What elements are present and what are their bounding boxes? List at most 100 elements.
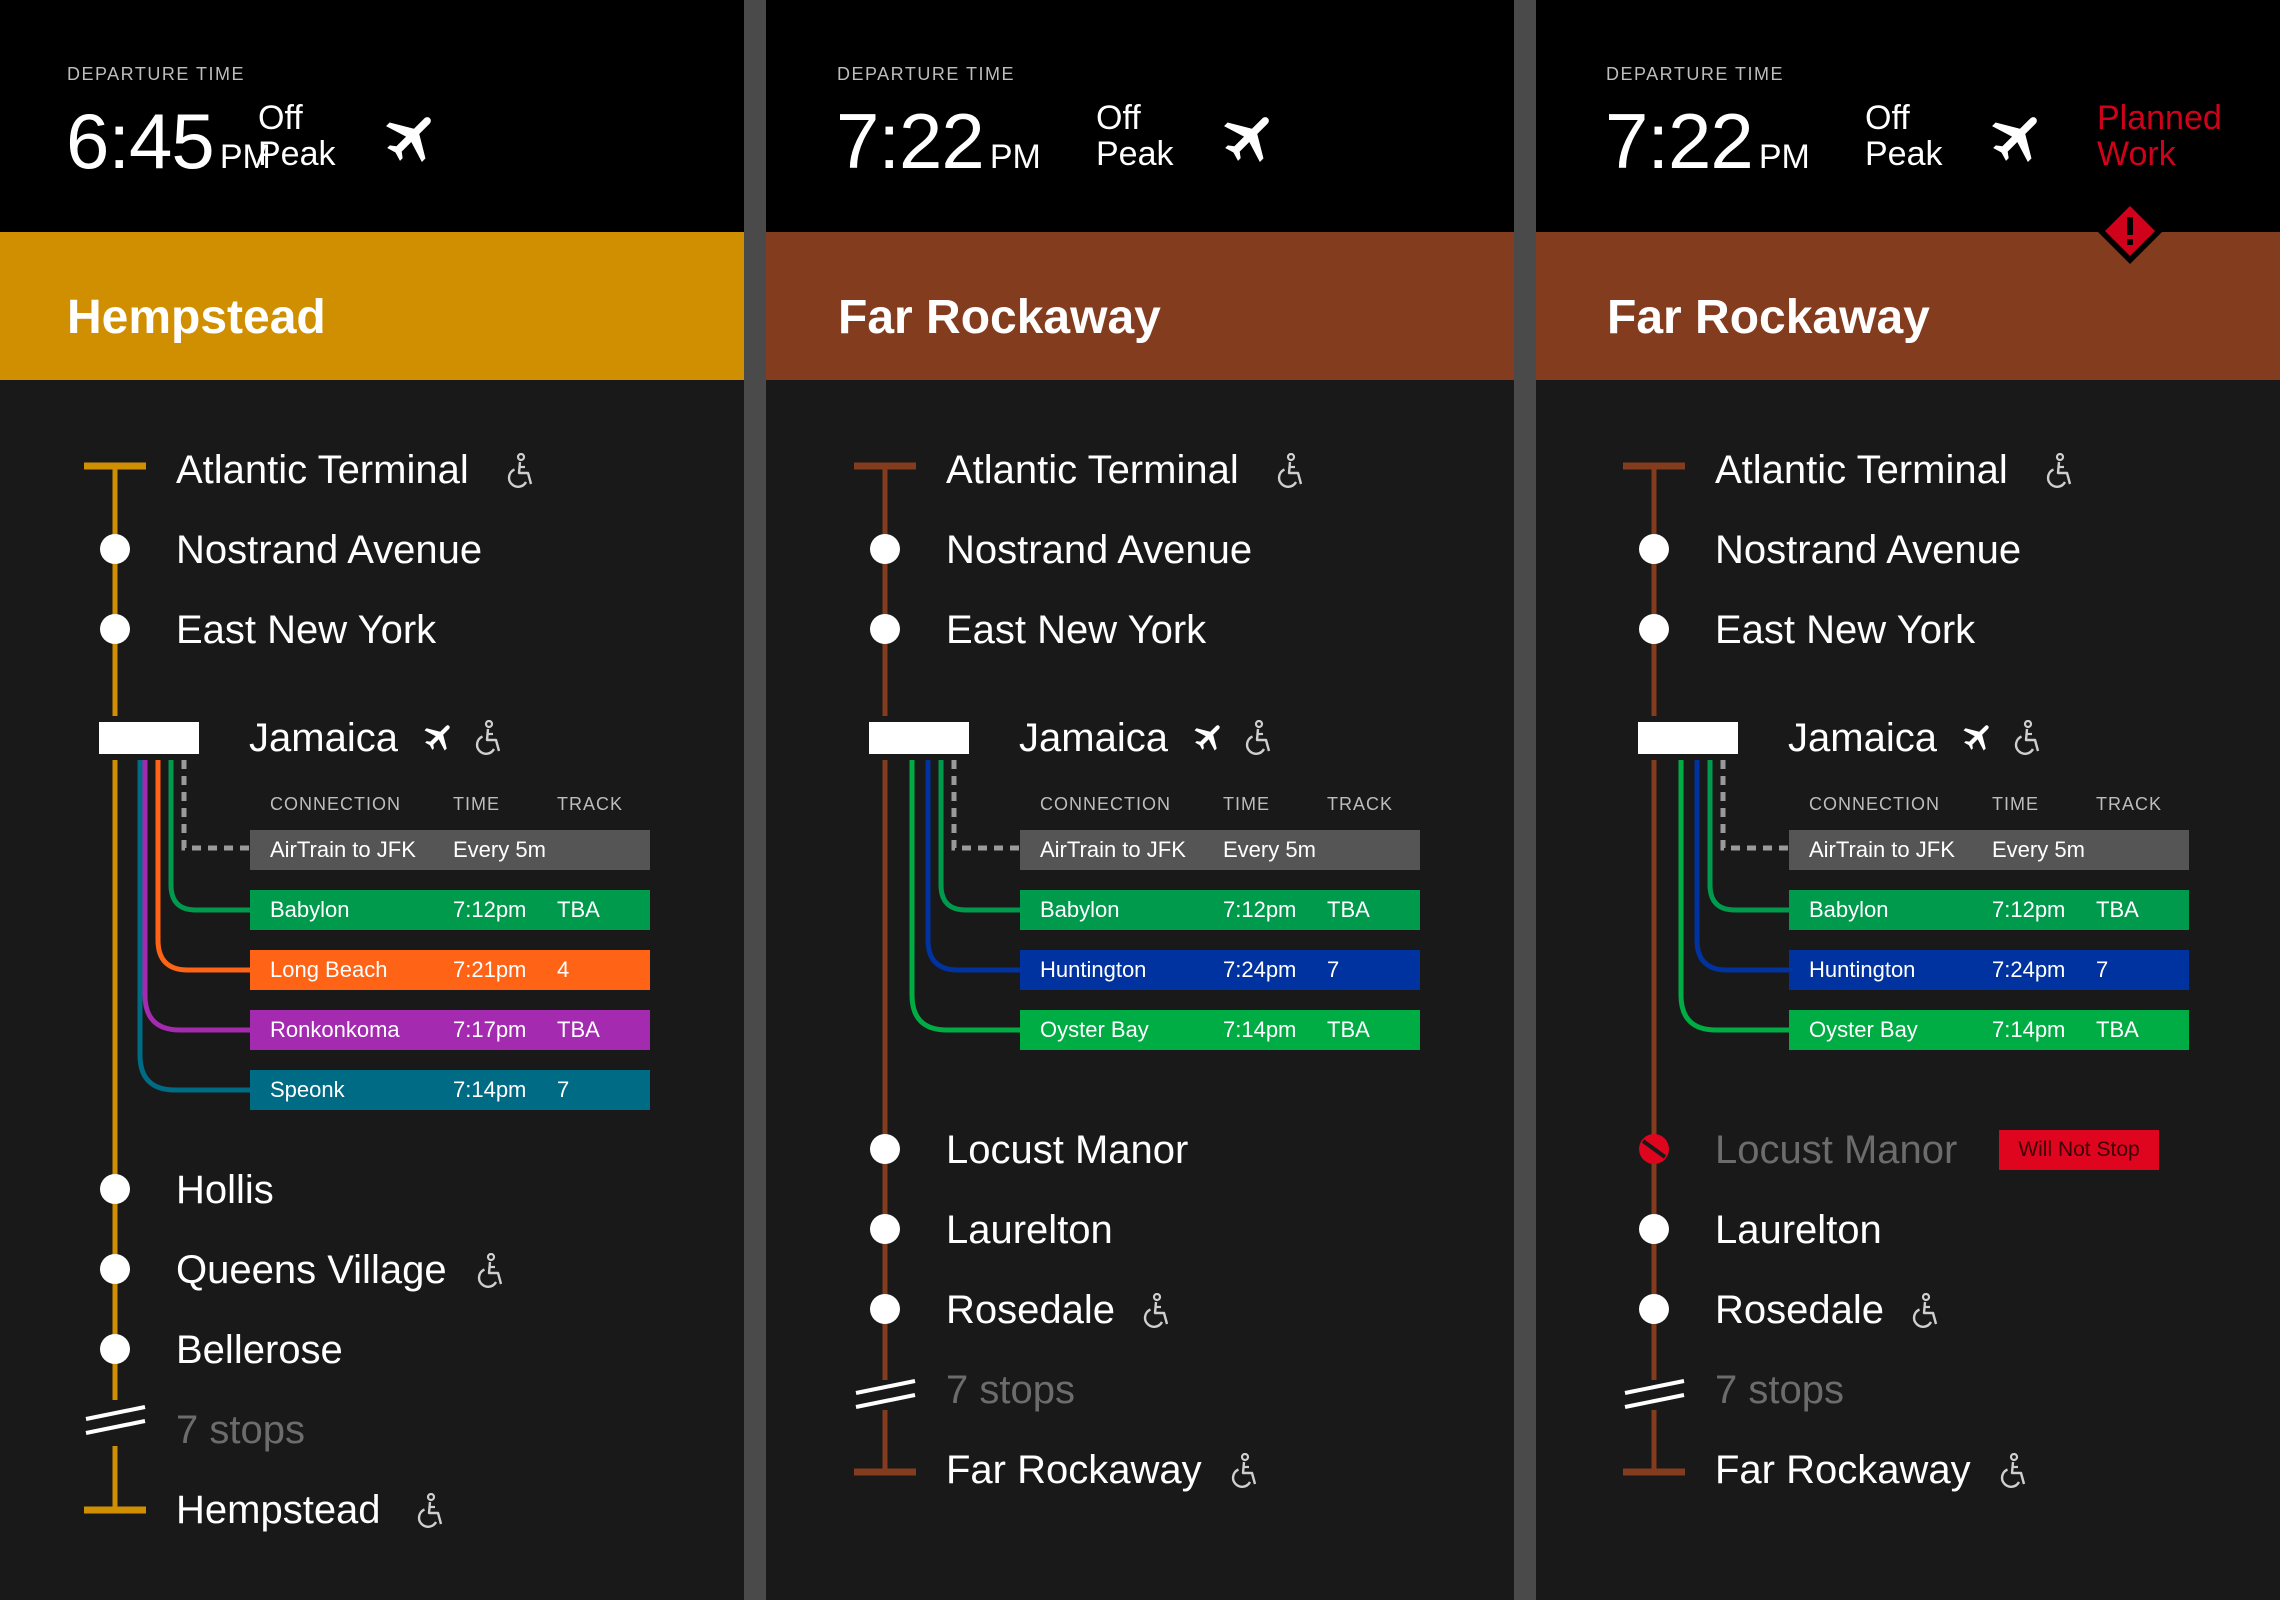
station-queens-village: Queens Village [176, 1248, 447, 1292]
panel-header [766, 0, 1514, 232]
wheelchair-icon [507, 453, 533, 488]
skipped-stops-label: 7 stops [1715, 1368, 1844, 1412]
departure-time-label: DEPARTURE TIME [67, 64, 246, 84]
wheelchair-icon [1245, 720, 1271, 755]
destination-title: Hempstead [67, 291, 326, 344]
connection-column-header: CONNECTION [1809, 794, 1940, 814]
stop-marker [100, 534, 130, 564]
huntington-branch [1694, 760, 1789, 973]
station-rosedale: Rosedale [1715, 1288, 1885, 1332]
stop-marker [100, 1334, 130, 1364]
huntington-branch [925, 760, 1020, 973]
destination-band [1536, 232, 2280, 380]
wheelchair-icon [1277, 453, 1303, 488]
station-atlantic-terminal: Atlantic Terminal [176, 448, 469, 492]
wheelchair-icon [1231, 1453, 1257, 1488]
station-nostrand-avenue: Nostrand Avenue [946, 528, 1253, 572]
wheelchair-icon [2000, 1453, 2026, 1488]
babylon-branch [1707, 760, 1789, 913]
hub-station-marker [1638, 722, 1738, 754]
hub-station-marker [869, 722, 969, 754]
station-nostrand-avenue: Nostrand Avenue [1715, 528, 2022, 572]
airplane-icon [1959, 719, 1995, 755]
will-not-stop-badge: Will Not Stop [1999, 1130, 2159, 1170]
station-atlantic-terminal: Atlantic Terminal [1715, 448, 2008, 492]
oyster-bay-branch [909, 760, 1020, 1033]
station-hollis: Hollis [176, 1168, 274, 1212]
connection-column-header: CONNECTION [1040, 794, 1171, 814]
track-column-header: TRACK [1327, 794, 1394, 814]
route-line-diagram [84, 462, 250, 1514]
wheelchair-icon [2014, 720, 2040, 755]
destination-band [766, 232, 1514, 380]
station-east-new-york: East New York [1715, 608, 1976, 652]
long-beach-branch [155, 760, 250, 973]
station-jamaica: Jamaica [1019, 716, 1168, 760]
ronkonkoma-branch [142, 760, 250, 1033]
wheelchair-icon [1143, 1293, 1169, 1328]
airplane-icon [1190, 719, 1226, 755]
departure-time-label: DEPARTURE TIME [837, 64, 1016, 84]
destination-title: Far Rockaway [838, 291, 1161, 344]
skipped-stops-label: 7 stops [946, 1368, 1075, 1412]
station-rosedale: Rosedale [946, 1288, 1116, 1332]
airtrain-branch [951, 760, 1020, 851]
peak-status: Off Peak [1865, 99, 1943, 173]
stop-marker [870, 1134, 900, 1164]
stop-marker [870, 1294, 900, 1324]
babylon-branch [168, 760, 250, 913]
track-column-header: TRACK [2096, 794, 2163, 814]
time-column-header: TIME [1992, 794, 2039, 814]
station-laurelton: Laurelton [1715, 1208, 1882, 1252]
station-laurelton: Laurelton [946, 1208, 1113, 1252]
wheelchair-icon [417, 1493, 443, 1528]
station-east-new-york: East New York [176, 608, 437, 652]
planned-work-alert[interactable]: Planned Work [2097, 99, 2222, 173]
peak-status: Off Peak [258, 99, 336, 173]
stop-marker [870, 534, 900, 564]
time-column-header: TIME [1223, 794, 1270, 814]
station-hempstead: Hempstead [176, 1488, 381, 1532]
peak-status: Off Peak [1096, 99, 1174, 173]
station-nostrand-avenue: Nostrand Avenue [176, 528, 483, 572]
route-line-diagram [854, 462, 1020, 1476]
station-bellerose: Bellerose [176, 1328, 343, 1372]
panel-header [1536, 0, 2280, 232]
station-locust-manor: Locust Manor [946, 1128, 1189, 1172]
station-east-new-york: East New York [946, 608, 1207, 652]
exclamation-diamond-icon[interactable] [2097, 198, 2163, 264]
stop-marker [870, 1214, 900, 1244]
airtrain-branch [1720, 760, 1789, 851]
airtrain-branch [181, 760, 250, 851]
wheelchair-icon [2046, 453, 2072, 488]
wheelchair-icon [475, 720, 501, 755]
wheelchair-icon [1912, 1293, 1938, 1328]
hub-station-marker [99, 722, 199, 754]
destination-title: Far Rockaway [1607, 291, 1930, 344]
speonk-branch [137, 760, 250, 1093]
skipped-stops-marker [85, 1405, 146, 1435]
station-atlantic-terminal: Atlantic Terminal [946, 448, 1239, 492]
time-column-header: TIME [453, 794, 500, 814]
airplane-icon [420, 719, 456, 755]
destination-band [0, 232, 744, 380]
stop-marker [1639, 1214, 1669, 1244]
stop-marker [1639, 614, 1669, 644]
departure-time-label: DEPARTURE TIME [1606, 64, 1785, 84]
